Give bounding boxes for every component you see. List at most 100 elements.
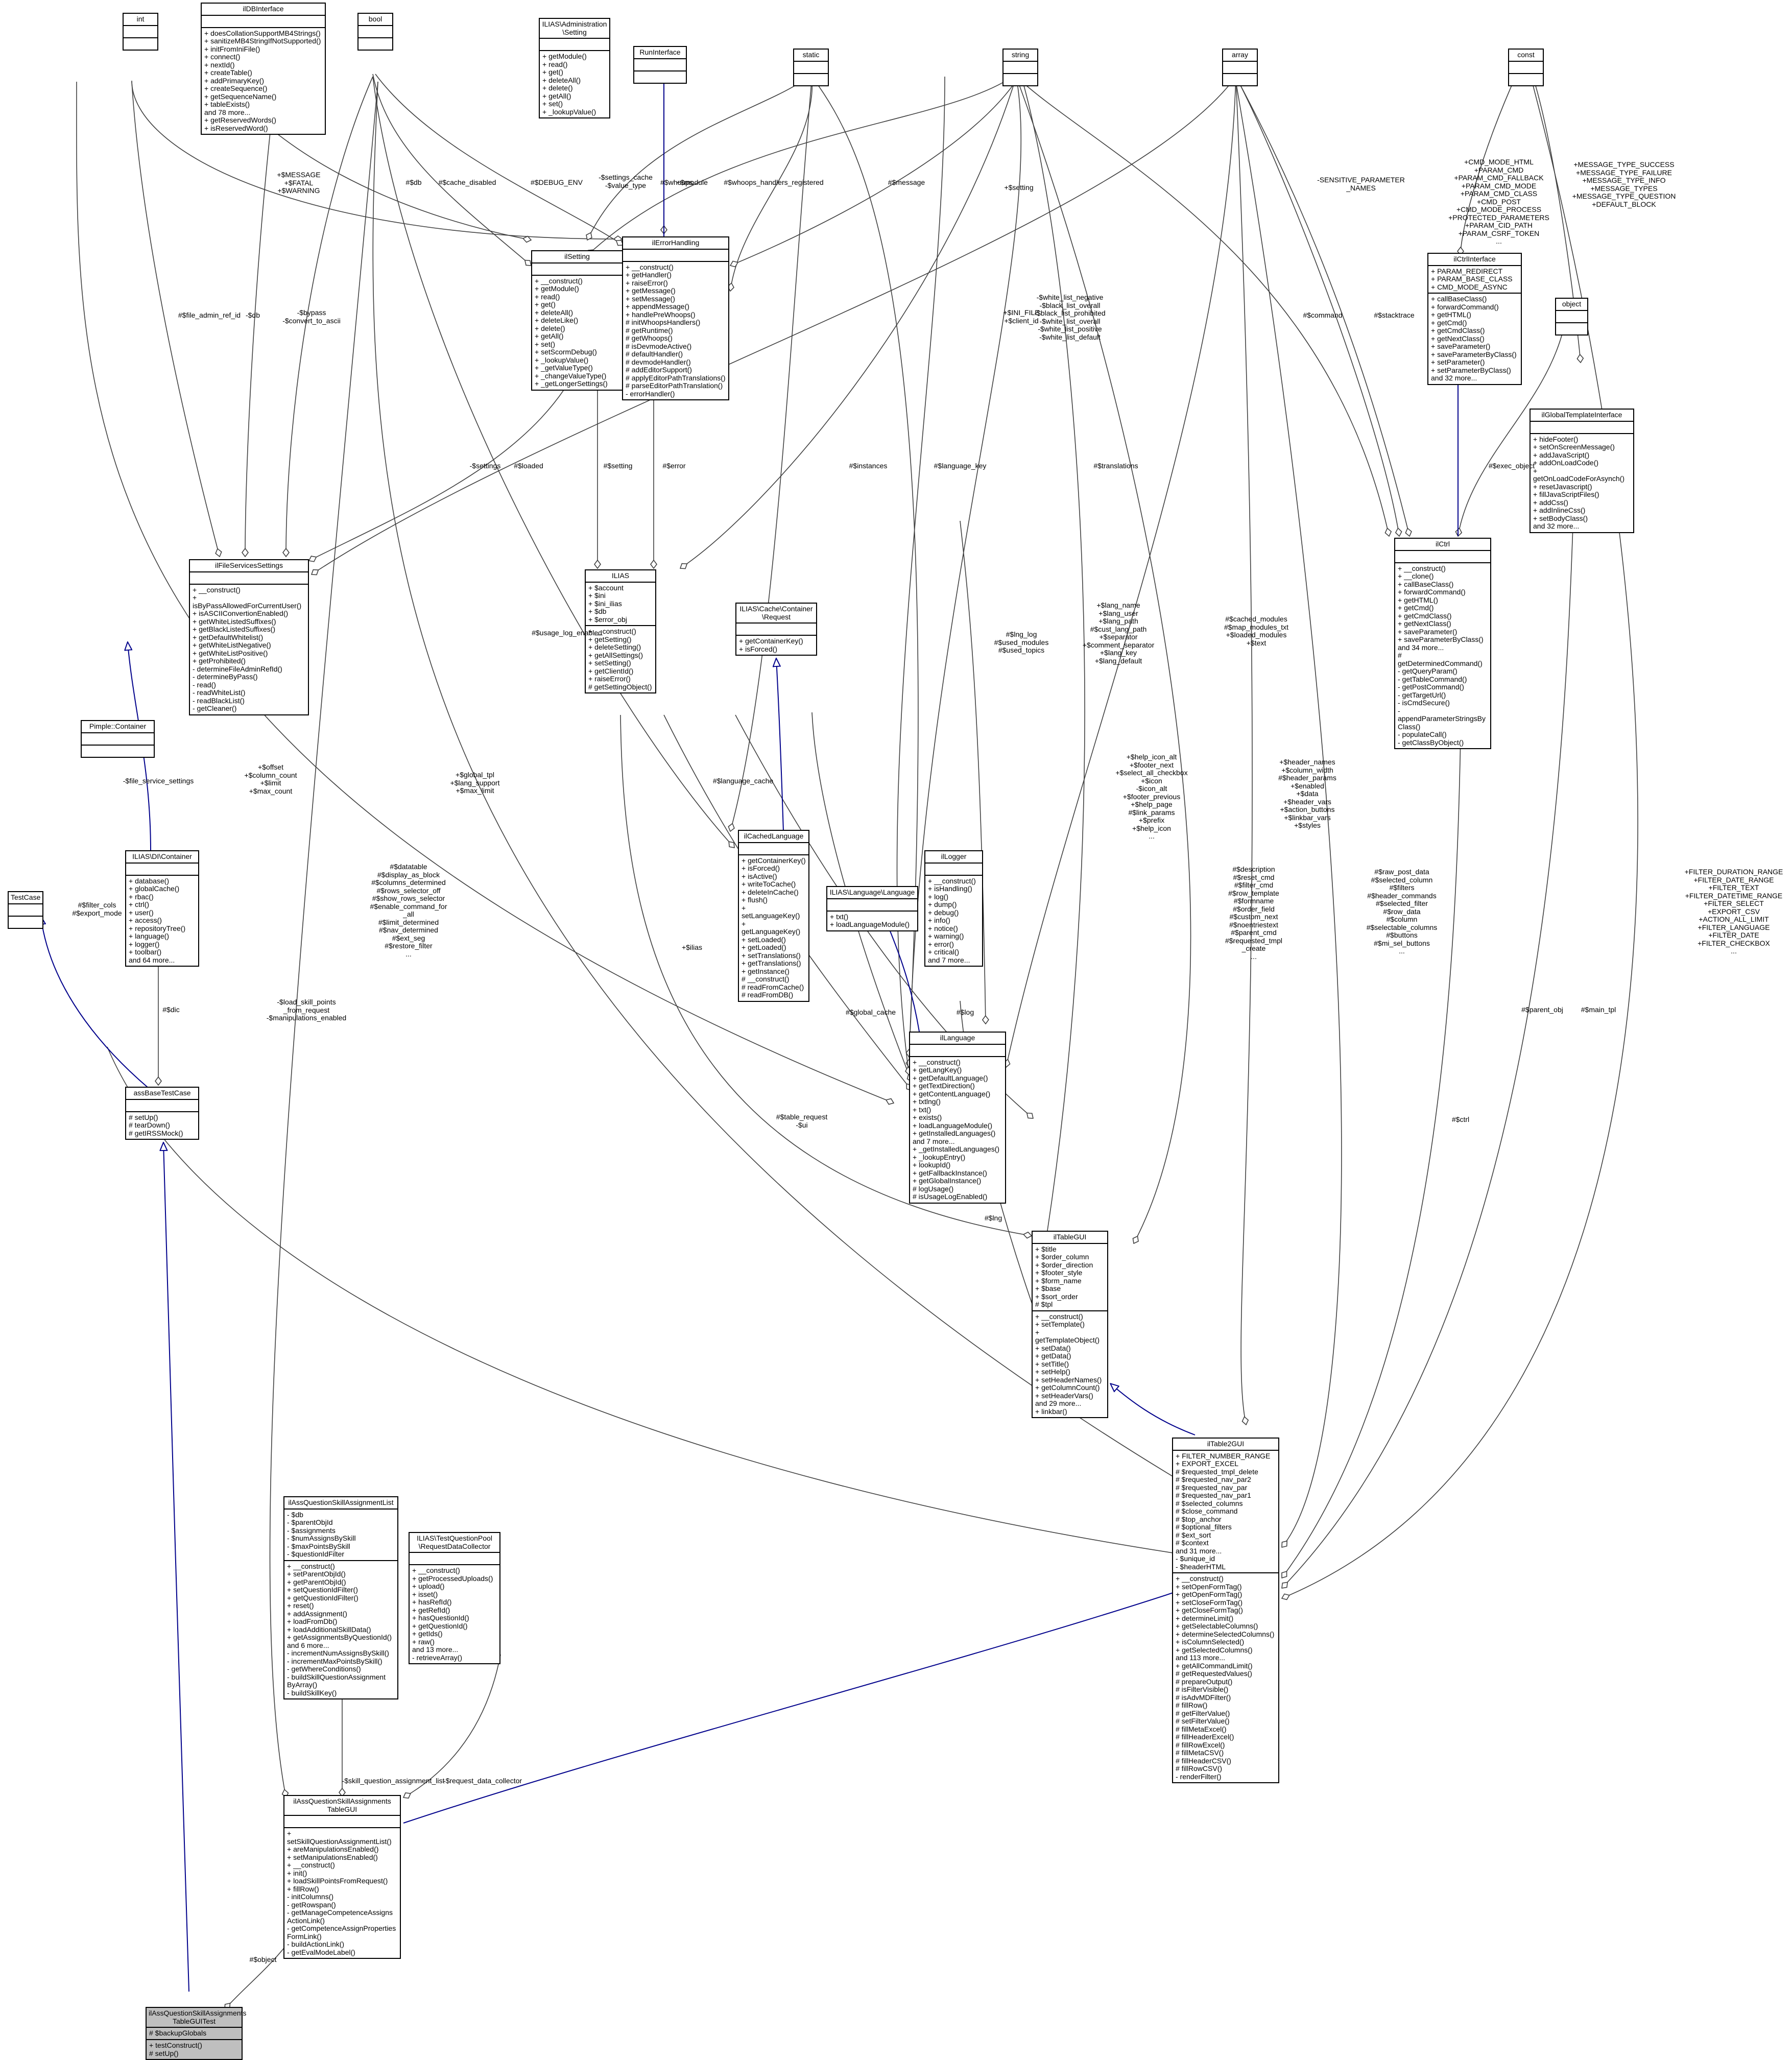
operation-line: + raiseError() <box>588 675 631 683</box>
class-node-static[interactable]: static <box>793 49 829 86</box>
operation-line: + getInstalledLanguages() <box>913 1129 996 1137</box>
class-node-ctrlinterface[interactable]: ilCtrlInterface+ PARAM_REDIRECT+ PARAM_B… <box>1427 253 1522 385</box>
edge-label: +FILTER_DURATION_RANGE +FILTER_DATE_RANG… <box>1684 868 1783 955</box>
edge <box>76 81 894 1103</box>
operation-line: - determineByPass() <box>193 673 258 681</box>
edge <box>680 76 1017 568</box>
class-node-array[interactable]: array <box>1222 49 1258 86</box>
class-node-const[interactable]: const <box>1508 49 1544 86</box>
class-attributes <box>623 250 728 262</box>
operation-line: + rbac() <box>129 892 154 901</box>
operation-line: + tableExists() <box>204 100 250 108</box>
class-node-language[interactable]: ilLanguage+ __construct()+ getLangKey()+… <box>909 1032 1006 1204</box>
class-node-logger[interactable]: ilLogger+ __construct()+ isHandling()+ l… <box>924 850 983 967</box>
operation-line: + isForced() <box>739 644 778 653</box>
operation-line: # getRequestedValues() <box>1176 1669 1252 1678</box>
class-operations: + __construct()+ setParentObjId()+ getPa… <box>284 1561 397 1699</box>
class-node-runinterface[interactable]: RunInterface <box>633 46 687 84</box>
class-node-object[interactable]: object <box>1555 298 1588 336</box>
class-node-datacollector[interactable]: ILIAS\TestQuestionPool \RequestDataColle… <box>409 1532 500 1664</box>
operation-line: + access() <box>129 916 162 924</box>
edge-label: -$skill_question_assignment_list <box>342 1777 445 1785</box>
class-node-ctrl[interactable]: ilCtrl+ __construct()+ __clone()+ callBa… <box>1394 538 1491 749</box>
operation-line: + setOpenFormTag() <box>1176 1582 1242 1591</box>
class-title: ilCtrlInterface <box>1428 254 1521 266</box>
operation-line: # tearDown() <box>129 1121 170 1129</box>
operation-line: + getSetting() <box>588 635 632 643</box>
operation-line: + loadLanguageModule() <box>913 1121 993 1130</box>
class-node-testcase[interactable]: TestCase <box>8 891 43 929</box>
class-attributes: + $account+ $ini+ $ini_ilias+ $db+ $erro… <box>586 583 655 626</box>
class-node-bool[interactable]: bool <box>357 13 393 51</box>
class-node-langlanguage[interactable]: ILIAS\Language\Language+ txt()+ loadLang… <box>826 886 918 931</box>
class-attributes: + PARAM_REDIRECT+ PARAM_BASE_CLASS+ CMD_… <box>1428 266 1521 294</box>
operation-line: + _lookupValue() <box>535 355 589 364</box>
class-title: bool <box>359 14 392 26</box>
operation-line: + txt() <box>830 912 849 921</box>
attribute-line: # $ext_sort <box>1176 1530 1211 1539</box>
class-title: RunInterface <box>634 47 686 59</box>
class-node-string[interactable]: string <box>1002 49 1038 86</box>
edge-label: #$lng <box>984 1214 1002 1222</box>
class-node-pimple[interactable]: Pimple::Container <box>81 720 155 758</box>
operation-line: + isForced() <box>742 864 780 872</box>
class-node-table2gui[interactable]: ilTable2GUI+ FILTER_NUMBER_RANGE+ EXPORT… <box>1172 1438 1279 1783</box>
class-attributes <box>124 26 157 38</box>
class-node-int[interactable]: int <box>123 13 158 51</box>
operation-line: + getModule() <box>535 284 579 293</box>
class-node-testclass[interactable]: ilAssQuestionSkillAssignments TableGUITe… <box>146 2007 246 2060</box>
class-title: ilCachedLanguage <box>739 831 808 843</box>
operation-line: + getContentLanguage() <box>913 1089 991 1098</box>
class-node-dicontainer[interactable]: ILIAS\DI\Container+ database()+ globalCa… <box>125 850 199 967</box>
operation-line: + getQuestionId() <box>412 1621 468 1630</box>
class-node-cachecontainer[interactable]: ILIAS\Cache\Container \Request+ getConta… <box>735 603 817 656</box>
operation-line: and 64 more... <box>129 955 175 964</box>
operation-line: + get() <box>535 300 556 308</box>
class-node-assignmentlist[interactable]: ilAssQuestionSkillAssignmentList- $db- $… <box>283 1496 398 1699</box>
edge <box>1532 74 1581 363</box>
class-operations: + getContainerKey()+ isForced()+ isActiv… <box>739 855 808 1001</box>
class-node-ilsetting[interactable]: ilSetting+ __construct()+ getModule()+ r… <box>531 250 623 391</box>
operation-line: + connect() <box>204 53 241 61</box>
class-node-dbinterface[interactable]: ilDBInterface+ doesCollationSupportMB4St… <box>201 3 326 135</box>
class-node-ilias[interactable]: ILIAS+ $account+ $ini+ $ini_ilias+ $db+ … <box>585 569 656 693</box>
edge-label: #$filter_cols #$export_mode <box>72 901 122 917</box>
operation-line: + getMessage() <box>626 286 676 295</box>
class-node-assignmentsgui[interactable]: ilAssQuestionSkillAssignments TableGUI+ … <box>283 1795 401 1959</box>
operation-line: - getManageCompetenceAssigns ActionLink(… <box>287 1908 393 1925</box>
class-attributes <box>827 899 917 912</box>
class-node-errorhandling[interactable]: ilErrorHandling+ __construct()+ getHandl… <box>622 236 729 400</box>
operation-line: + sanitizeMB4StringIfNotSupported() <box>204 37 321 45</box>
operation-line: + getWhiteListPositive() <box>193 649 268 657</box>
class-node-assbase[interactable]: assBaseTestCase# setUp()# tearDown()# ge… <box>125 1087 199 1140</box>
operation-line: + createTable() <box>204 68 252 77</box>
attribute-line: + PARAM_BASE_CLASS <box>1431 275 1513 283</box>
attribute-line: # $backupGlobals <box>149 2029 207 2037</box>
class-attributes <box>359 26 392 38</box>
class-node-tablegui[interactable]: ilTableGUI+ $title+ $order_column+ $orde… <box>1032 1231 1108 1418</box>
class-node-adminsetting[interactable]: ILIAS\Administration \Setting+ getModule… <box>539 18 610 118</box>
operation-line: + getBlackListedSuffixes() <box>193 625 275 633</box>
class-node-globaltemplate[interactable]: ilGlobalTemplateInterface+ hideFooter()+… <box>1530 409 1634 533</box>
class-attributes <box>190 572 308 585</box>
operation-line: + lookupId() <box>913 1161 951 1169</box>
class-title: ilSetting <box>532 251 622 264</box>
operation-line: + __construct() <box>1035 1312 1083 1321</box>
edge-label: #$datatable #$display_as_block #$columns… <box>370 863 447 958</box>
class-attributes: - $db- $parentObjId- $assignments- $numA… <box>284 1510 397 1561</box>
operation-line: + isHandling() <box>928 884 972 893</box>
class-operations <box>9 917 42 928</box>
attribute-line: # $top_anchor <box>1176 1515 1222 1523</box>
class-node-cachedlanguage[interactable]: ilCachedLanguage + getContainerKey()+ isF… <box>738 830 809 1002</box>
class-node-fileservices[interactable]: ilFileServicesSettings+ __construct()+ i… <box>189 559 309 715</box>
operation-line: + forwardCommand() <box>1431 302 1499 311</box>
edge <box>1282 525 1573 1588</box>
operation-line: # readFromDB() <box>742 991 794 999</box>
operation-line: + __construct() <box>287 1562 335 1570</box>
operation-line: - read() <box>193 680 216 689</box>
class-attributes <box>202 16 325 28</box>
operation-line: - getRowspan() <box>287 1900 336 1909</box>
attribute-line: + EXPORT_EXCEL <box>1176 1459 1239 1468</box>
attribute-line: - $db <box>287 1510 303 1519</box>
